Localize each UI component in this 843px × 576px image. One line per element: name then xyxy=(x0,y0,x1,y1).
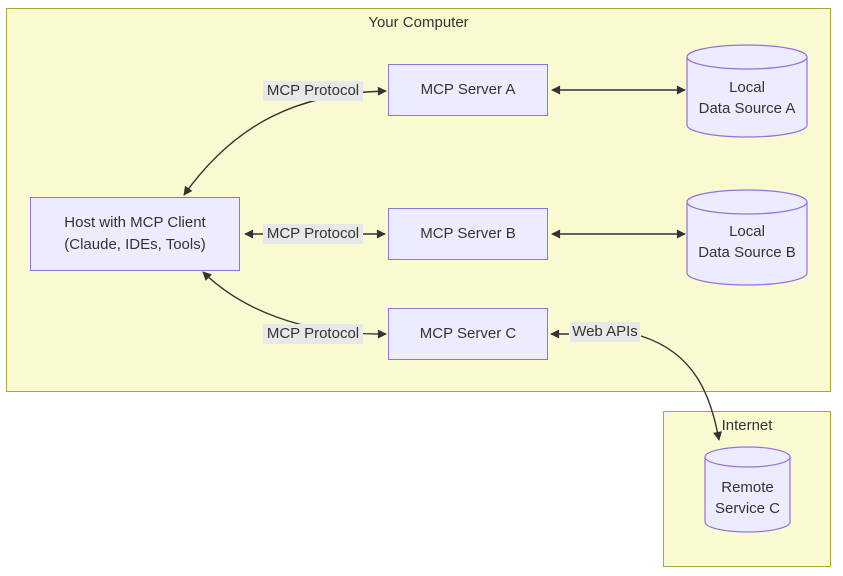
arrow-host-server-a xyxy=(183,86,387,196)
cylinder-label-local-data-source-b: Local Data Source B xyxy=(687,221,807,263)
cylinder-c-line2: Service C xyxy=(714,500,781,517)
cylinder-label-remote-service-c: Remote Service C xyxy=(705,477,790,519)
edge-label-mcp-protocol-a: MCP Protocol xyxy=(263,81,363,101)
node-mcp-server-b-label: MCP Server B xyxy=(420,225,516,242)
cylinder-label-local-data-source-a: Local Data Source A xyxy=(687,77,807,119)
node-mcp-server-b: MCP Server B xyxy=(388,208,548,260)
cylinder-a-line2: Data Source A xyxy=(698,100,796,117)
cylinder-b-line2: Data Source B xyxy=(698,244,796,261)
cylinder-remote-service-c xyxy=(704,446,791,533)
edge-label-web-apis: Web APIs xyxy=(570,322,640,342)
node-mcp-server-c: MCP Server C xyxy=(388,308,548,360)
cylinder-local-data-source-a xyxy=(686,44,808,138)
cylinder-local-data-source-b xyxy=(686,189,808,286)
node-host-line1: Host with MCP Client xyxy=(64,214,206,231)
arrow-webapis-remote-c xyxy=(640,335,722,441)
node-host-line2: (Claude, IDEs, Tools) xyxy=(64,236,206,253)
node-mcp-server-a-label: MCP Server A xyxy=(420,81,516,98)
edge-label-mcp-protocol-c: MCP Protocol xyxy=(263,324,363,344)
node-mcp-server-a: MCP Server A xyxy=(388,64,548,116)
node-host-with-mcp-client: Host with MCP Client (Claude, IDEs, Tool… xyxy=(30,197,240,271)
node-mcp-server-c-label: MCP Server C xyxy=(419,325,517,342)
cluster-internet: Internet xyxy=(663,411,831,567)
edge-label-mcp-protocol-b: MCP Protocol xyxy=(263,224,363,244)
cylinder-a-line1: Local xyxy=(729,79,765,96)
cylinder-b-line1: Local xyxy=(729,223,765,240)
cluster-your-computer-title: Your Computer xyxy=(368,14,469,31)
cluster-internet-title: Internet xyxy=(721,417,773,434)
cylinder-c-line1: Remote xyxy=(721,479,774,496)
